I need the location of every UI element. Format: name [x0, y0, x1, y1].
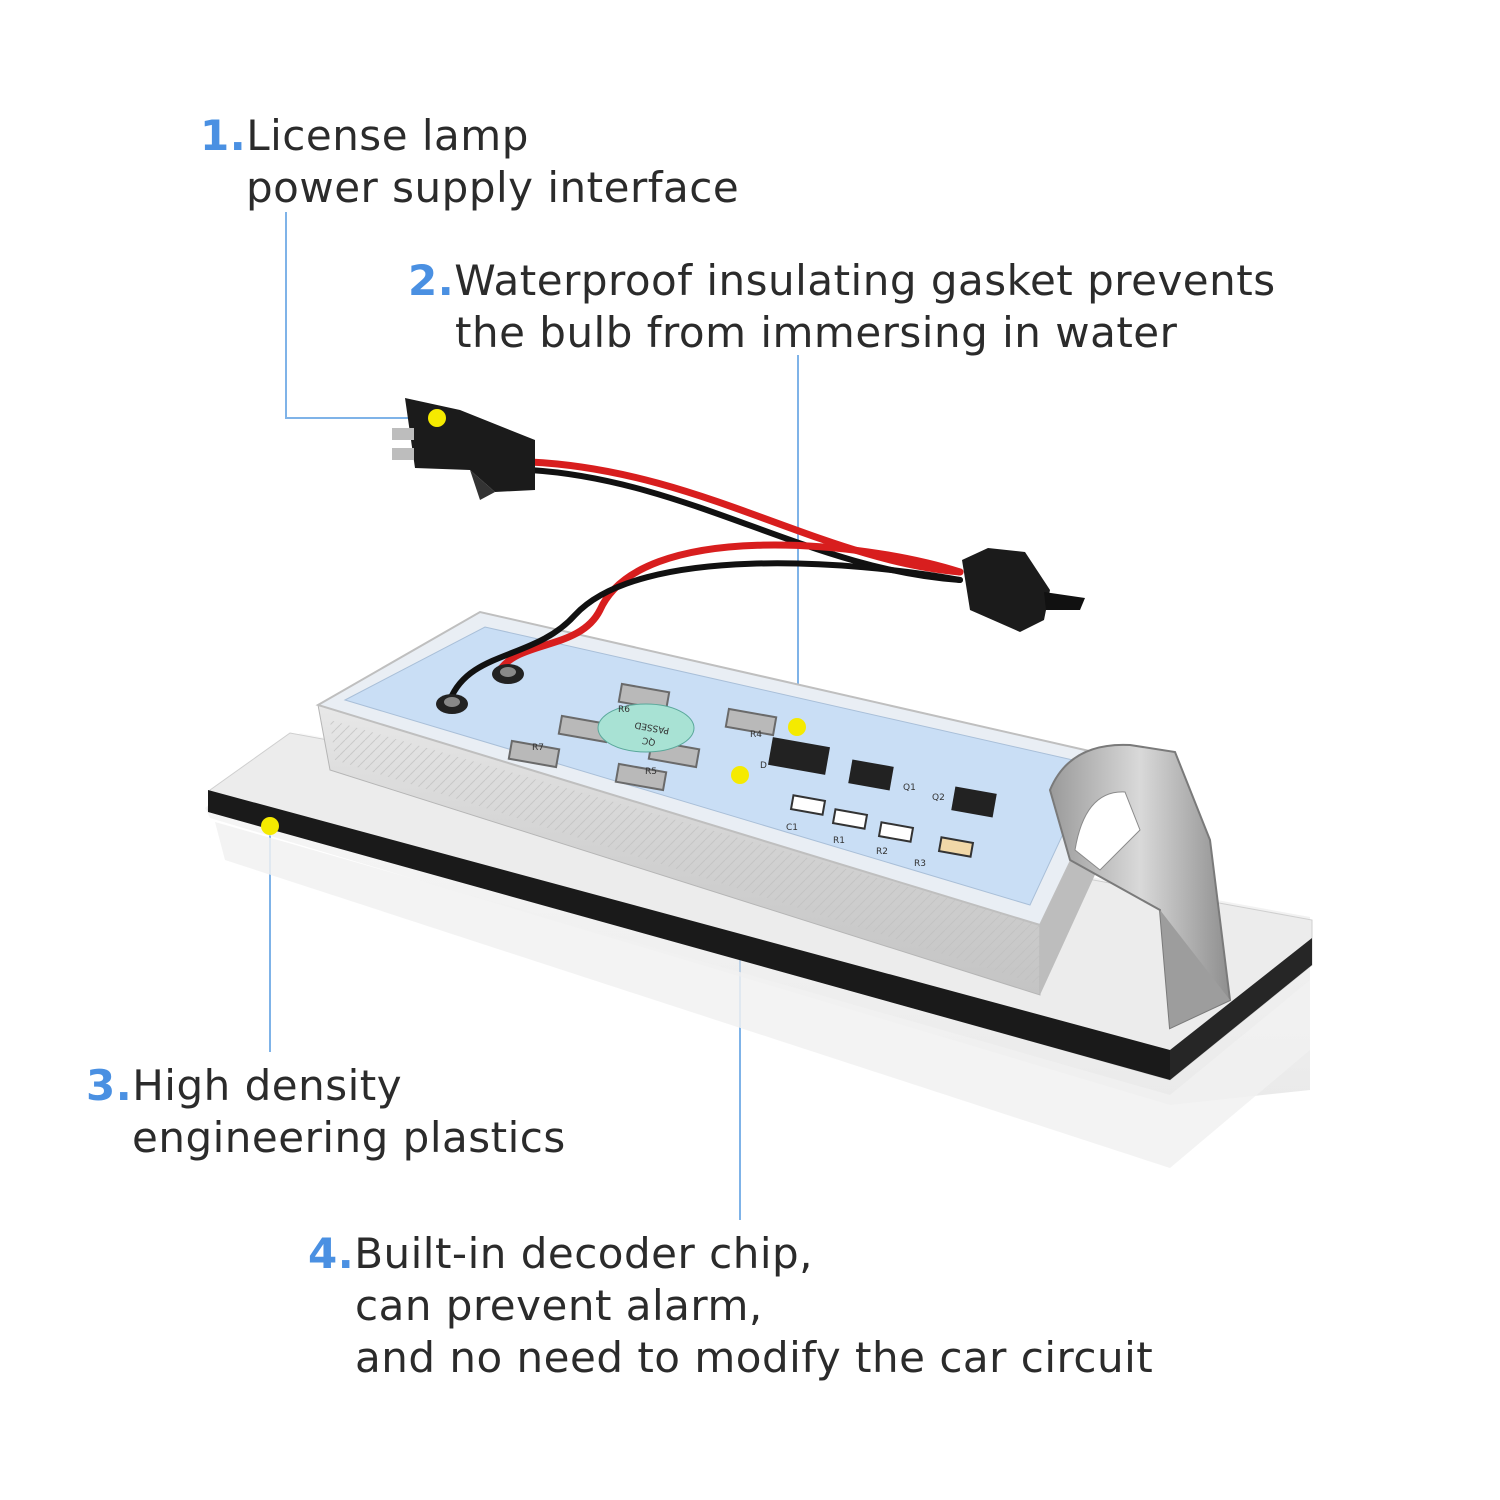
svg-text:C1: C1 — [786, 823, 798, 833]
svg-text:R2: R2 — [876, 847, 888, 857]
svg-text:R6: R6 — [618, 705, 630, 715]
callout-engineering-plastics: 3.High density engineering plastics — [86, 1060, 566, 1164]
power-connector — [392, 398, 535, 500]
pcb-components: PASSED QC R6 R4 R7 R5 D Q1 Q2 C1 R1 R2 R… — [507, 682, 997, 869]
svg-text:R3: R3 — [914, 859, 926, 869]
callout-subtitle: engineering plastics — [132, 1113, 566, 1162]
svg-text:R7: R7 — [532, 743, 544, 753]
wire-harness — [447, 458, 964, 703]
callout-title: High density — [132, 1061, 403, 1110]
marker-2-icon — [788, 718, 806, 736]
marker-1-icon — [428, 409, 446, 427]
marker-4-icon — [731, 766, 749, 784]
callout-title: Built-in decoder chip, — [354, 1229, 814, 1278]
marker-3-icon — [261, 817, 279, 835]
svg-text:R4: R4 — [750, 730, 762, 740]
metal-clip — [1048, 743, 1232, 1030]
callout-title: Waterproof insulating gasket prevents — [454, 256, 1276, 305]
leader-line-1 — [285, 212, 436, 419]
t10-bulb-socket — [962, 548, 1085, 632]
callout-number: 3. — [86, 1061, 133, 1110]
svg-text:R1: R1 — [833, 836, 845, 846]
solder-points — [436, 664, 524, 714]
callout-number: 1. — [200, 111, 247, 160]
callout-subtitle: power supply interface — [246, 163, 740, 212]
callout-subtitle: the bulb from immersing in water — [455, 308, 1178, 357]
svg-text:Q1: Q1 — [903, 783, 916, 793]
svg-text:R5: R5 — [645, 767, 657, 777]
svg-text:D: D — [760, 761, 767, 771]
callout-number: 2. — [408, 256, 455, 305]
callout-title: License lamp — [246, 111, 529, 160]
callout-number: 4. — [308, 1229, 355, 1278]
callout-waterproof-gasket: 2.Waterproof insulating gasket prevents … — [408, 255, 1276, 359]
callout-power-interface: 1.License lamp power supply interface — [200, 110, 739, 214]
svg-text:QC: QC — [641, 734, 656, 746]
callout-markers — [261, 409, 806, 835]
callout-subtitle-2: and no need to modify the car circuit — [355, 1333, 1154, 1382]
svg-text:Q2: Q2 — [932, 793, 945, 803]
callout-subtitle: can prevent alarm, — [355, 1281, 763, 1330]
callout-decoder-chip: 4.Built-in decoder chip, can prevent ala… — [308, 1228, 1153, 1384]
